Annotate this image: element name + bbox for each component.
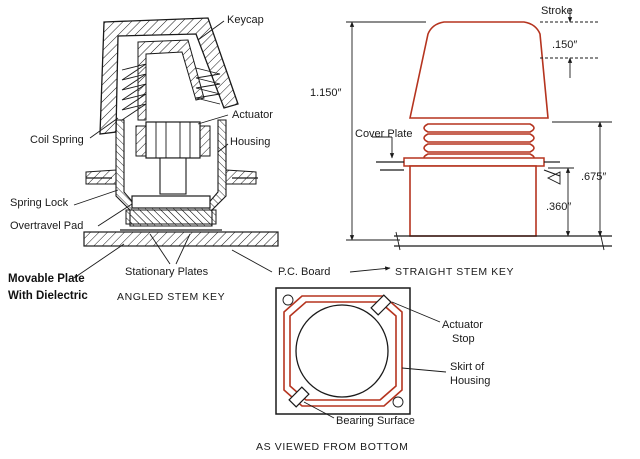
actuator-stop bbox=[370, 294, 392, 316]
bottom-circle bbox=[295, 304, 389, 398]
label-movable-plate-1: Movable Plate bbox=[8, 273, 85, 285]
label-actuator: Actuator bbox=[232, 109, 273, 121]
overtravel-pad bbox=[131, 195, 211, 209]
angled-stem-key-drawing bbox=[83, 17, 279, 247]
movable-plate bbox=[125, 209, 217, 225]
label-coil-spring: Coil Spring bbox=[30, 134, 84, 146]
label-spring-lock: Spring Lock bbox=[10, 197, 69, 209]
label-housing: Housing bbox=[230, 136, 270, 148]
keycap-stem bbox=[137, 39, 205, 121]
label-pc-board: P.C. Board bbox=[278, 266, 330, 278]
label-movable-plate-2: With Dielectric bbox=[8, 290, 88, 302]
label-skirt-2: Housing bbox=[450, 375, 490, 387]
keycap-shape bbox=[99, 17, 239, 135]
label-actuator-stop-1: Actuator bbox=[442, 319, 483, 331]
label-cover-plate: Cover Plate bbox=[355, 128, 412, 140]
angled-leaders bbox=[73, 20, 391, 279]
pc-board-angled bbox=[83, 231, 279, 247]
caption-angled-stem-key: ANGLED STEM KEY bbox=[117, 291, 225, 303]
label-stationary-plates: Stationary Plates bbox=[125, 266, 209, 278]
actuator-block bbox=[145, 121, 201, 159]
label-skirt-1: Skirt of bbox=[450, 361, 485, 373]
label-overtravel-pad: Overtravel Pad bbox=[10, 220, 83, 232]
straight-stem-key-drawing bbox=[376, 21, 612, 251]
label-stroke: Stroke bbox=[541, 5, 573, 17]
caption-bottom-view: AS VIEWED FROM BOTTOM bbox=[256, 441, 408, 453]
straight-dimensions bbox=[346, 8, 612, 241]
label-stroke-value: .150″ bbox=[552, 39, 577, 51]
label-bearing-surface: Bearing Surface bbox=[336, 415, 415, 427]
label-height-360: .360″ bbox=[546, 201, 571, 213]
label-height-675: .675″ bbox=[581, 171, 606, 183]
straight-coil-spring bbox=[423, 123, 535, 161]
caption-straight-stem-key: STRAIGHT STEM KEY bbox=[395, 266, 514, 278]
label-height-total: 1.150″ bbox=[310, 87, 342, 99]
straight-housing bbox=[409, 165, 537, 237]
straight-cover-plate bbox=[403, 157, 545, 167]
bearing-surface bbox=[288, 386, 310, 408]
label-actuator-stop-2: Stop bbox=[452, 333, 475, 345]
bottom-leaders bbox=[303, 301, 447, 419]
label-keycap: Keycap bbox=[227, 14, 264, 26]
bottom-view-drawing bbox=[275, 287, 411, 415]
straight-keycap bbox=[409, 21, 549, 119]
coil-spring-drawing bbox=[121, 63, 221, 121]
